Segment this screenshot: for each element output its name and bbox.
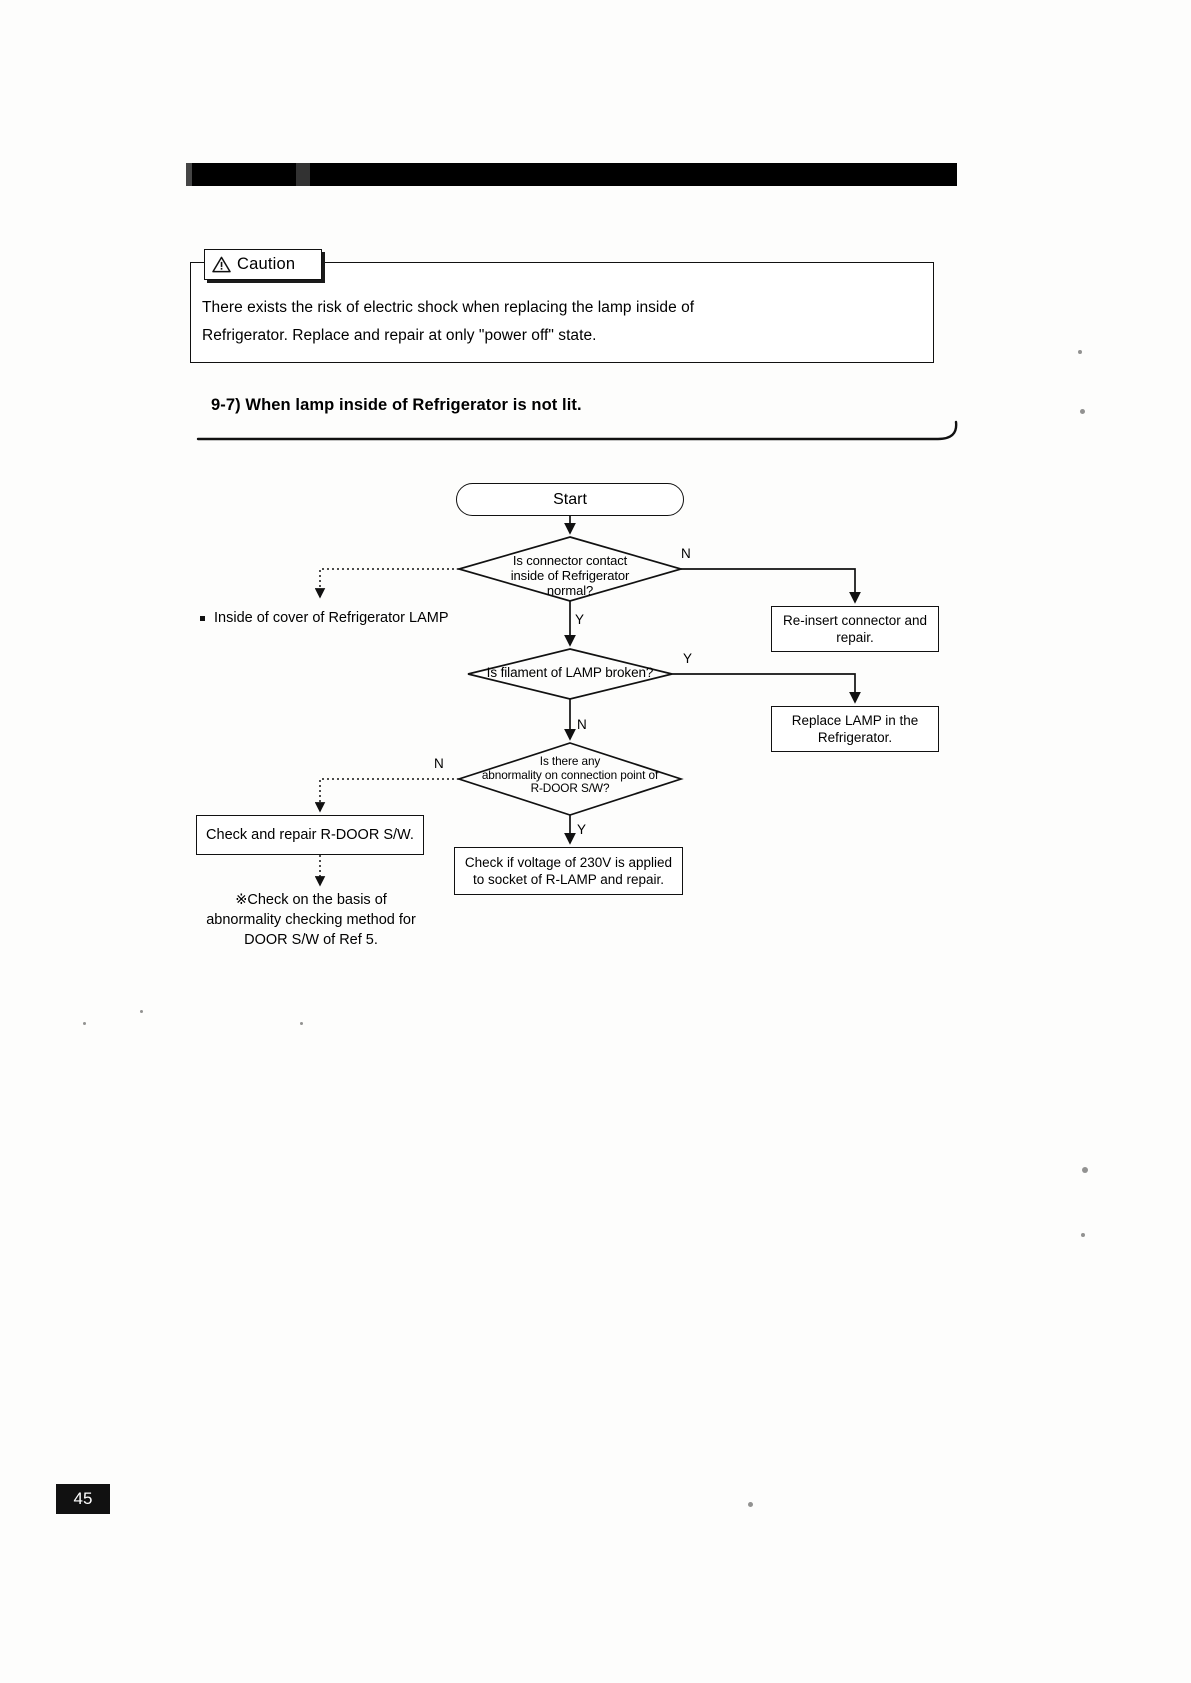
scan-speck xyxy=(83,1022,86,1025)
scan-speck xyxy=(1082,1167,1088,1173)
flow-process-replace-lamp: Replace LAMP in the Refrigerator. xyxy=(771,706,939,752)
section-heading: 9-7) When lamp inside of Refrigerator is… xyxy=(211,396,582,414)
bullet-square-icon xyxy=(200,615,205,621)
caution-text: There exists the risk of electric shock … xyxy=(202,294,902,350)
annotation-lamp-cover-text: Inside of cover of Refrigerator LAMP xyxy=(214,610,449,626)
footnote-line-1: ※Check on the basis of xyxy=(235,892,387,908)
flowchart-connectors xyxy=(314,516,861,887)
annotation-lamp-cover: Inside of cover of Refrigerator LAMP xyxy=(200,610,449,626)
header-band xyxy=(186,163,957,186)
branch-label-doorsw-yes: Y xyxy=(577,822,587,837)
process-line-1: Re-insert connector and xyxy=(782,613,928,628)
branch-label-connector-no: N xyxy=(681,546,691,561)
scan-speck xyxy=(300,1022,303,1025)
scan-speck xyxy=(1080,409,1085,414)
footnote-line-3: DOOR S/W of Ref 5. xyxy=(244,932,378,948)
branch-label-connector-yes: Y xyxy=(575,612,585,627)
flow-process-check-voltage: Check if voltage of 230V is applied to s… xyxy=(454,847,683,895)
caution-label: Caution xyxy=(237,255,296,274)
warning-triangle-icon xyxy=(212,256,231,273)
process-line-1: Check if voltage of 230V is applied xyxy=(464,855,673,870)
scan-speck xyxy=(1081,1233,1085,1237)
troubleshooting-flowchart: Start Is connector contact inside of Ref… xyxy=(0,455,1191,975)
heading-underline-rule xyxy=(196,420,958,441)
caution-text-line-2: Refrigerator. Replace and repair at only… xyxy=(202,327,597,344)
branch-label-filament-no: N xyxy=(577,717,587,732)
annotation-footnote: ※Check on the basis of abnormality check… xyxy=(186,890,436,950)
flow-node-start: Start xyxy=(456,483,684,516)
flow-process-reinsert-connector: Re-insert connector and repair. xyxy=(771,606,939,652)
caution-tab: Caution xyxy=(204,249,322,280)
page-number: 45 xyxy=(56,1484,110,1514)
caution-text-line-1: There exists the risk of electric shock … xyxy=(202,299,695,316)
process-line-2: repair. xyxy=(836,630,874,645)
branch-label-filament-yes: Y xyxy=(683,651,693,666)
process-line-2: Refrigerator. xyxy=(817,730,893,745)
scan-speck xyxy=(1078,350,1082,354)
process-line-1: Check and repair R-DOOR S/W. xyxy=(206,826,414,843)
flow-process-check-door-switch: Check and repair R-DOOR S/W. xyxy=(196,815,424,855)
footnote-line-2: abnormality checking method for xyxy=(206,912,416,928)
process-line-1: Replace LAMP in the xyxy=(791,713,919,728)
scan-speck xyxy=(748,1502,753,1507)
scan-speck xyxy=(140,1010,143,1013)
branch-label-doorsw-no: N xyxy=(434,756,444,771)
process-line-2: to socket of R-LAMP and repair. xyxy=(472,872,665,887)
